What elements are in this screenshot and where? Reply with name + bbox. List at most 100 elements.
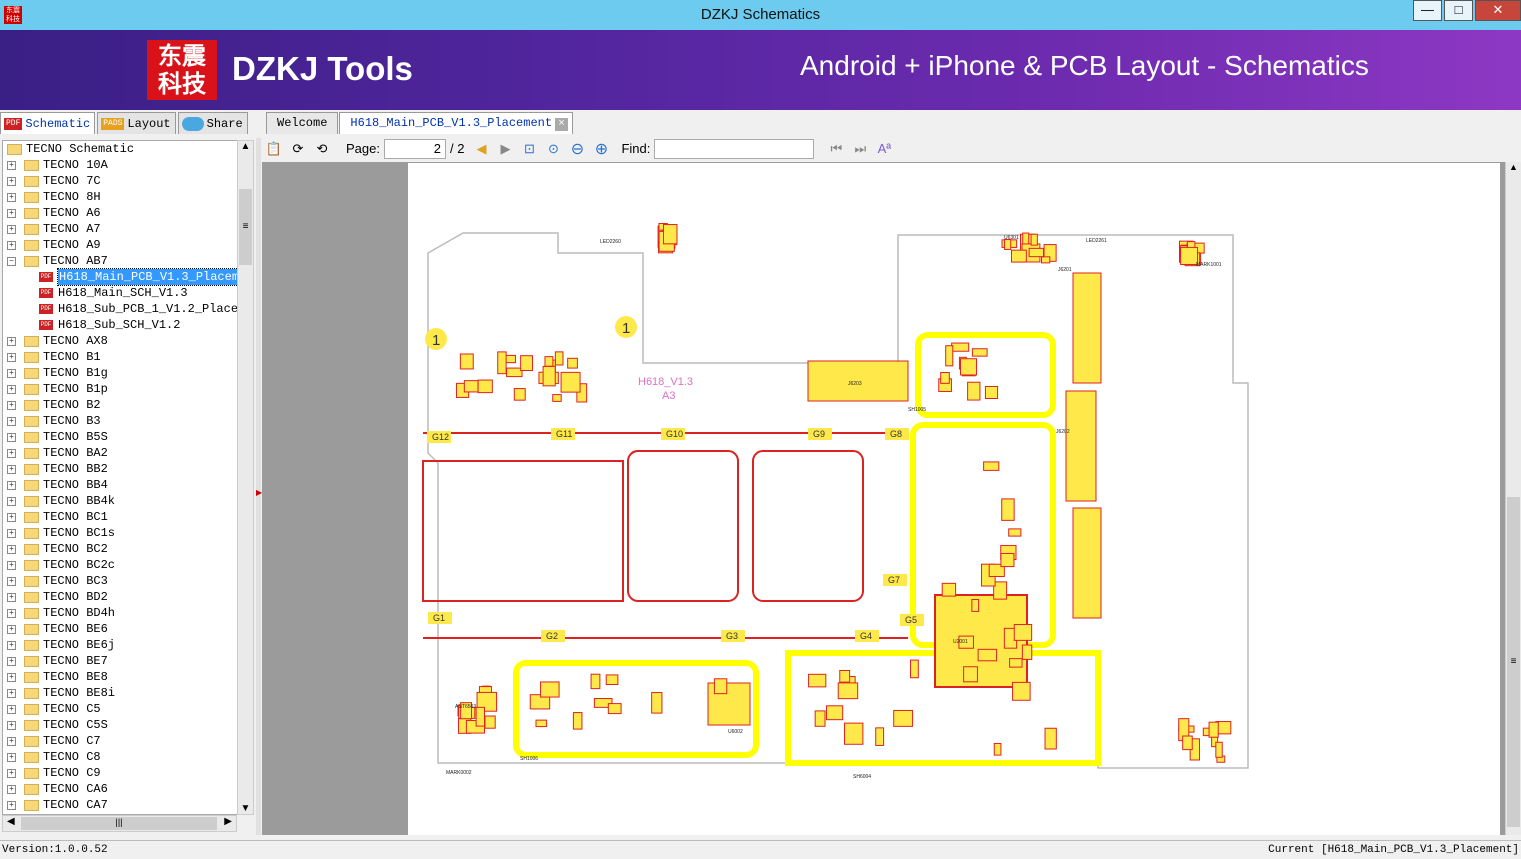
tree-folder[interactable]: +TECNO BE6 [7,621,108,637]
tree-folder[interactable]: +TECNO C5 [7,701,101,717]
copy-icon[interactable]: 📋 [265,140,283,156]
expand-icon[interactable]: + [7,496,16,506]
tree-folder[interactable]: +TECNO 8H [7,189,101,205]
tree-folder[interactable]: +TECNO BC3 [7,573,108,589]
expand-icon[interactable]: + [7,240,16,250]
tree-folder[interactable]: +TECNO BE8i [7,685,115,701]
expand-icon[interactable]: + [7,432,16,442]
tree-folder[interactable]: +TECNO B1p [7,381,108,397]
expand-icon[interactable]: + [7,688,16,698]
tree-folder[interactable]: +TECNO BB2 [7,461,108,477]
find-input[interactable] [654,138,815,159]
tree-folder[interactable]: +TECNO B3 [7,413,101,429]
close-button[interactable]: ✕ [1475,0,1521,21]
expand-icon[interactable]: + [7,416,16,426]
expand-icon[interactable]: + [7,224,16,234]
minimize-button[interactable]: — [1413,0,1442,21]
tree-folder[interactable]: +TECNO A6 [7,205,101,221]
expand-icon[interactable]: + [7,368,16,378]
tree-folder[interactable]: +TECNO BD4h [7,605,115,621]
text-options-icon[interactable]: Aª [877,141,892,156]
next-page-icon[interactable]: ▶ [500,140,511,156]
expand-icon[interactable]: + [7,768,16,778]
scroll-down-icon[interactable]: ▼ [240,803,251,814]
tree-root[interactable]: TECNO Schematic [7,141,134,157]
expand-icon[interactable]: + [7,480,16,490]
tab-welcome[interactable]: Welcome [266,112,339,134]
expand-icon[interactable]: + [7,640,16,650]
tree-folder[interactable]: +TECNO C9 [7,765,101,781]
tree-folder[interactable]: +TECNO AX8 [7,333,108,349]
tree-hscrollbar[interactable]: ◀ ||| ▶ [2,815,237,832]
expand-icon[interactable]: + [7,448,16,458]
tree-folder[interactable]: +TECNO BE7 [7,653,108,669]
page-input[interactable]: 2 [383,138,446,159]
tree-folder[interactable]: +TECNO BE8 [7,669,108,685]
tab-share[interactable]: Share [177,112,248,134]
tree-scrollbar[interactable]: ▲ ≡ ▼ [237,140,254,815]
expand-icon[interactable]: + [7,752,16,762]
expand-icon[interactable]: + [7,608,16,618]
expand-icon[interactable]: + [7,400,16,410]
file-tree[interactable]: TECNO Schematic +TECNO 10A+TECNO 7C+TECN… [2,140,238,815]
tree-folder[interactable]: +TECNO C5S [7,717,108,733]
expand-icon[interactable]: + [7,192,16,202]
tree-folder[interactable]: +TECNO 7C [7,173,101,189]
find-prev-icon[interactable]: ⏮ [830,140,843,156]
expand-icon[interactable]: + [7,512,16,522]
rotate-ccw-icon[interactable]: ⟲ [316,140,328,156]
expand-icon[interactable]: + [7,352,16,362]
scroll-right-icon[interactable]: ▶ [224,816,232,827]
tree-folder[interactable]: +TECNO A7 [7,221,101,237]
expand-icon[interactable]: + [7,576,16,586]
scroll-thumb[interactable]: ≡ [239,189,252,265]
tree-folder[interactable]: +TECNO BC1s [7,525,115,541]
expand-icon[interactable]: + [7,544,16,554]
tree-folder[interactable]: +TECNO B5S [7,429,108,445]
tree-folder[interactable]: +TECNO BD2 [7,589,108,605]
scroll-up-icon[interactable]: ▲ [240,141,251,152]
expand-icon[interactable]: + [7,384,16,394]
expand-icon[interactable]: + [7,336,16,346]
expand-icon[interactable]: + [7,560,16,570]
tree-folder[interactable]: +TECNO C7 [7,733,101,749]
fit-page-icon[interactable]: ⊙ [548,140,559,156]
expand-icon[interactable]: + [7,176,16,186]
expand-icon[interactable]: + [7,720,16,730]
zoom-in-icon[interactable]: ⊕ [594,140,609,158]
expand-icon[interactable]: + [7,736,16,746]
tree-folder[interactable]: +TECNO A9 [7,237,101,253]
tree-folder[interactable]: +TECNO BC2 [7,541,108,557]
expand-icon[interactable]: + [7,464,16,474]
prev-page-icon[interactable]: ◀ [476,140,487,156]
tab-document[interactable]: H618_Main_PCB_V1.3_Placement× [339,112,574,134]
tree-folder[interactable]: +TECNO B1g [7,365,108,381]
panel-splitter[interactable]: ▶ [256,138,262,835]
tree-folder[interactable]: +TECNO CA6 [7,781,108,797]
tree-folder[interactable]: +TECNO B1 [7,349,101,365]
maximize-button[interactable]: □ [1444,0,1473,21]
tree-folder[interactable]: +TECNO C8 [7,749,101,765]
expand-icon[interactable]: + [7,800,16,810]
fit-width-icon[interactable]: ⊡ [524,140,535,156]
expand-icon[interactable]: + [7,592,16,602]
expand-icon[interactable]: − [7,256,16,266]
expand-icon[interactable]: + [7,208,16,218]
scroll-thumb[interactable]: ≡ [1507,497,1520,827]
expand-icon[interactable]: + [7,160,16,170]
tree-folder[interactable]: +TECNO BC2c [7,557,115,573]
tree-folder[interactable]: +TECNO BB4 [7,477,108,493]
tree-folder[interactable]: +TECNO BA2 [7,445,108,461]
rotate-cw-icon[interactable]: ⟳ [292,140,304,156]
close-tab-icon[interactable]: × [555,118,569,131]
tree-folder[interactable]: +TECNO BE6j [7,637,115,653]
expand-icon[interactable]: + [7,528,16,538]
